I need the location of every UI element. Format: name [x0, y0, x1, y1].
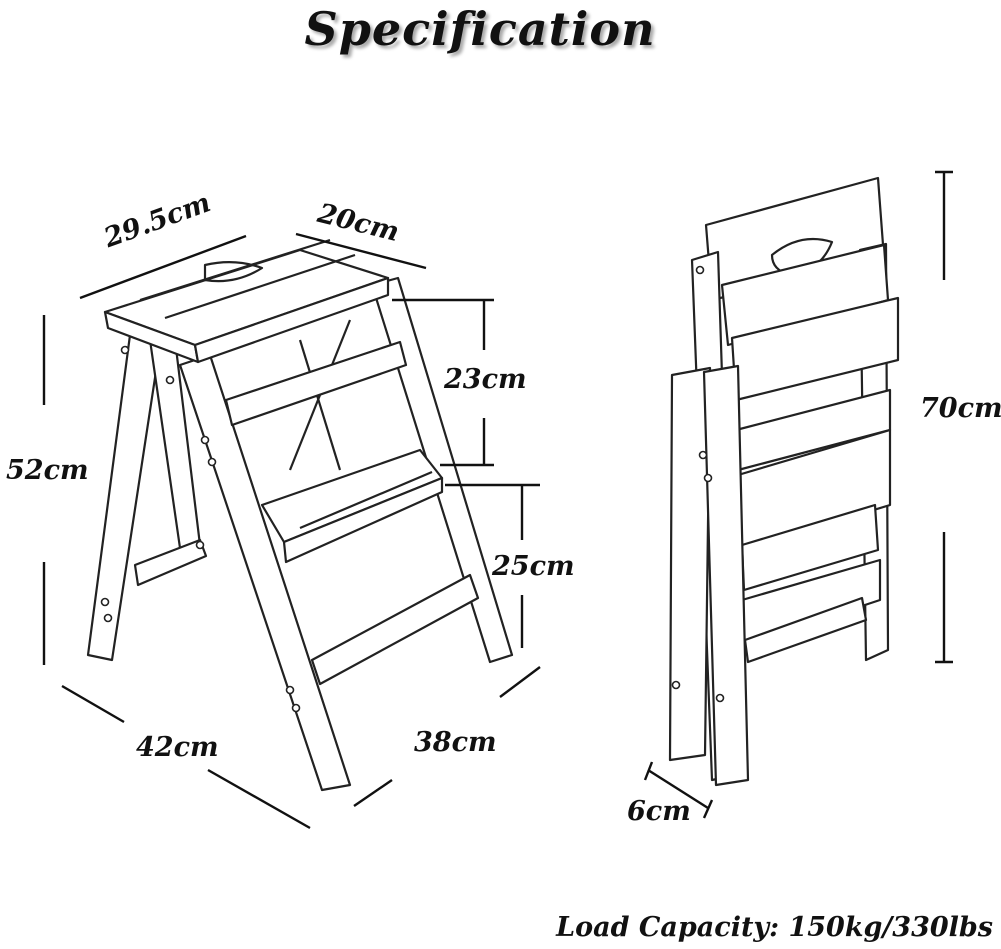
- dimension-base-width: 38cm: [414, 727, 497, 758]
- page-title: Specification: [304, 2, 656, 56]
- dimension-base-depth: 42cm: [136, 732, 219, 763]
- dimension-total-height: 52cm: [6, 455, 89, 486]
- folded-stool-drawing: [668, 176, 900, 787]
- dimension-folded-thickness: 6cm: [627, 796, 691, 827]
- open-stool-drawing: [86, 238, 514, 792]
- dimension-step-gap-upper: 23cm: [444, 364, 527, 395]
- open-stool-dimension-lines: [42, 232, 541, 830]
- load-capacity-label: Load Capacity: 150kg/330lbs: [556, 912, 993, 943]
- dimension-step-gap-lower: 25cm: [492, 551, 575, 582]
- folded-stool-dimension-lines: [643, 170, 953, 819]
- dimension-folded-height: 70cm: [920, 393, 1001, 424]
